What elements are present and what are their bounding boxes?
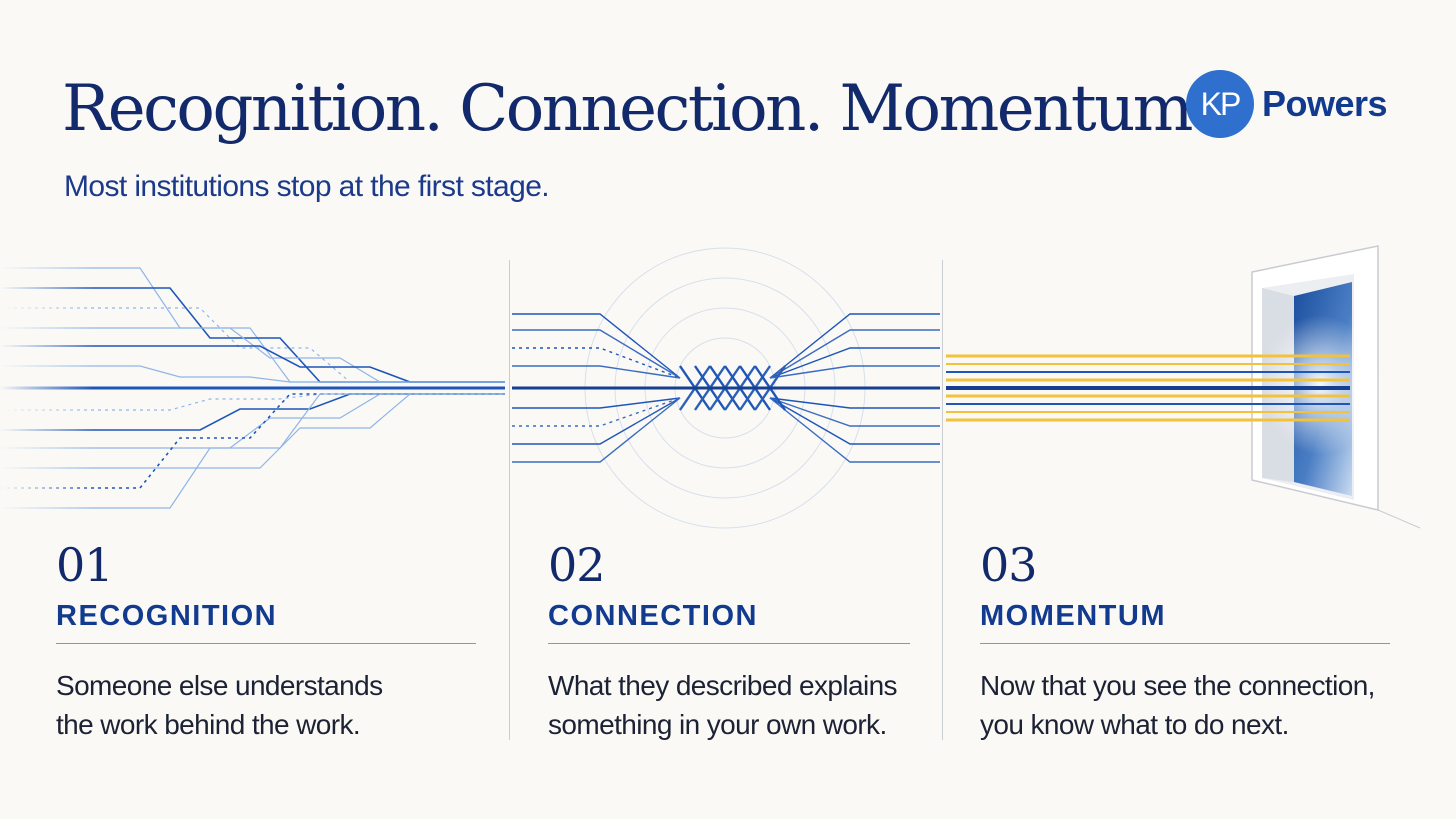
stage-rule — [56, 643, 476, 644]
stage-recognition: 01 RECOGNITION Someone else understands … — [56, 532, 476, 744]
right-strand — [769, 397, 940, 427]
left-strand — [512, 397, 681, 409]
right-strand — [769, 329, 940, 379]
brand-name: Powers — [1262, 83, 1388, 124]
right-strand — [769, 365, 940, 379]
stage-illustrations — [0, 230, 1421, 550]
left-strand — [512, 397, 681, 427]
right-strand — [769, 397, 940, 445]
brand-badge-icon: KP — [1186, 70, 1254, 138]
stage-momentum: 03 MOMENTUM Now that you see the connect… — [980, 532, 1390, 744]
right-strand — [769, 397, 940, 409]
stage-number: 03 — [980, 538, 1038, 592]
stage-description: Someone else understands the work behind… — [56, 670, 383, 740]
left-strand — [512, 313, 681, 379]
subtitle: Most institutions stop at the first stag… — [64, 170, 550, 203]
left-strand — [512, 347, 681, 379]
left-strand — [512, 397, 681, 463]
fade-overlay — [0, 230, 520, 550]
headline: Recognition. Connection. Momentum. — [62, 72, 1211, 146]
right-strand — [769, 397, 940, 463]
stage-rule — [548, 643, 910, 644]
right-strand — [769, 347, 940, 379]
stage-rule — [980, 643, 1390, 644]
brand-logo: KP Powers — [1186, 70, 1388, 138]
left-strand — [512, 397, 681, 445]
stage-title: CONNECTION — [548, 600, 758, 632]
left-strand — [512, 329, 681, 379]
stage-title: MOMENTUM — [980, 600, 1166, 632]
stage-description: What they described explains something i… — [548, 670, 898, 740]
right-strand — [769, 313, 940, 379]
stage-number: 01 — [56, 538, 114, 592]
woven-knot-icon — [512, 247, 940, 529]
divider-1 — [509, 260, 510, 740]
momentum-beams — [946, 354, 1350, 422]
divider-2 — [942, 260, 943, 740]
left-strand — [512, 365, 681, 379]
stage-title: RECOGNITION — [56, 600, 278, 632]
stage-connection: 02 CONNECTION What they described explai… — [548, 532, 910, 744]
stage-number: 02 — [548, 538, 606, 592]
stage-description: Now that you see the connection, you kno… — [980, 670, 1375, 740]
